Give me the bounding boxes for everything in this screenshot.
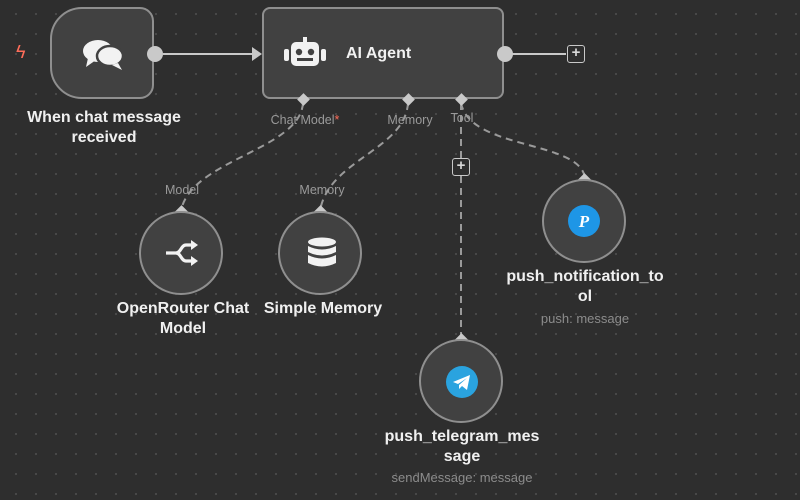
push-telegram-message-node[interactable]: [419, 339, 503, 423]
memory-connection: [319, 102, 409, 212]
memory-node-handle-label: Memory: [299, 183, 345, 197]
openrouter-icon: [166, 240, 198, 266]
simple-memory-label: Simple Memory: [263, 300, 383, 317]
database-icon: [308, 237, 336, 267]
telegram-icon: [446, 366, 478, 398]
pushover-icon: P: [568, 205, 600, 237]
memory-handle-label: Memory: [387, 113, 433, 127]
openrouter-handle-label: Model: [164, 183, 200, 197]
chat-trigger-node[interactable]: [50, 7, 154, 99]
simple-memory-node[interactable]: [278, 211, 362, 295]
chat-bubbles-icon: [83, 40, 125, 70]
trigger-label: When chat message received: [27, 109, 181, 146]
agent-output-handle[interactable]: [497, 46, 513, 62]
telegram-sub-label: sendMessage: message: [391, 470, 533, 485]
chat-model-connection: [180, 102, 304, 212]
push-telegram-message-label: push_telegram_mes sage: [384, 428, 540, 465]
agent-title: AI Agent: [346, 45, 412, 62]
openrouter-label: OpenRouter Chat Model: [116, 300, 250, 337]
lightning-icon: ϟ: [16, 42, 26, 62]
svg-text:P: P: [578, 212, 590, 231]
push-notification-tool-label: push_notification_to ol: [506, 268, 664, 305]
add-tool-button[interactable]: +: [452, 158, 470, 176]
push-notification-tool-node[interactable]: P: [542, 179, 626, 263]
tool-connection-pushover: [460, 102, 586, 179]
trigger-output-handle[interactable]: [147, 46, 163, 62]
ai-agent-node[interactable]: AI Agent: [262, 7, 504, 99]
push-notification-sub-label: push: message: [540, 311, 630, 326]
tool-handle-label: Tool: [450, 111, 474, 125]
agent-add-output-button[interactable]: +: [567, 45, 585, 63]
openrouter-node[interactable]: [139, 211, 223, 295]
main-connection-arrow: [252, 47, 262, 61]
robot-icon: [284, 37, 326, 66]
chat-model-handle-label: Chat Model*: [270, 113, 340, 127]
